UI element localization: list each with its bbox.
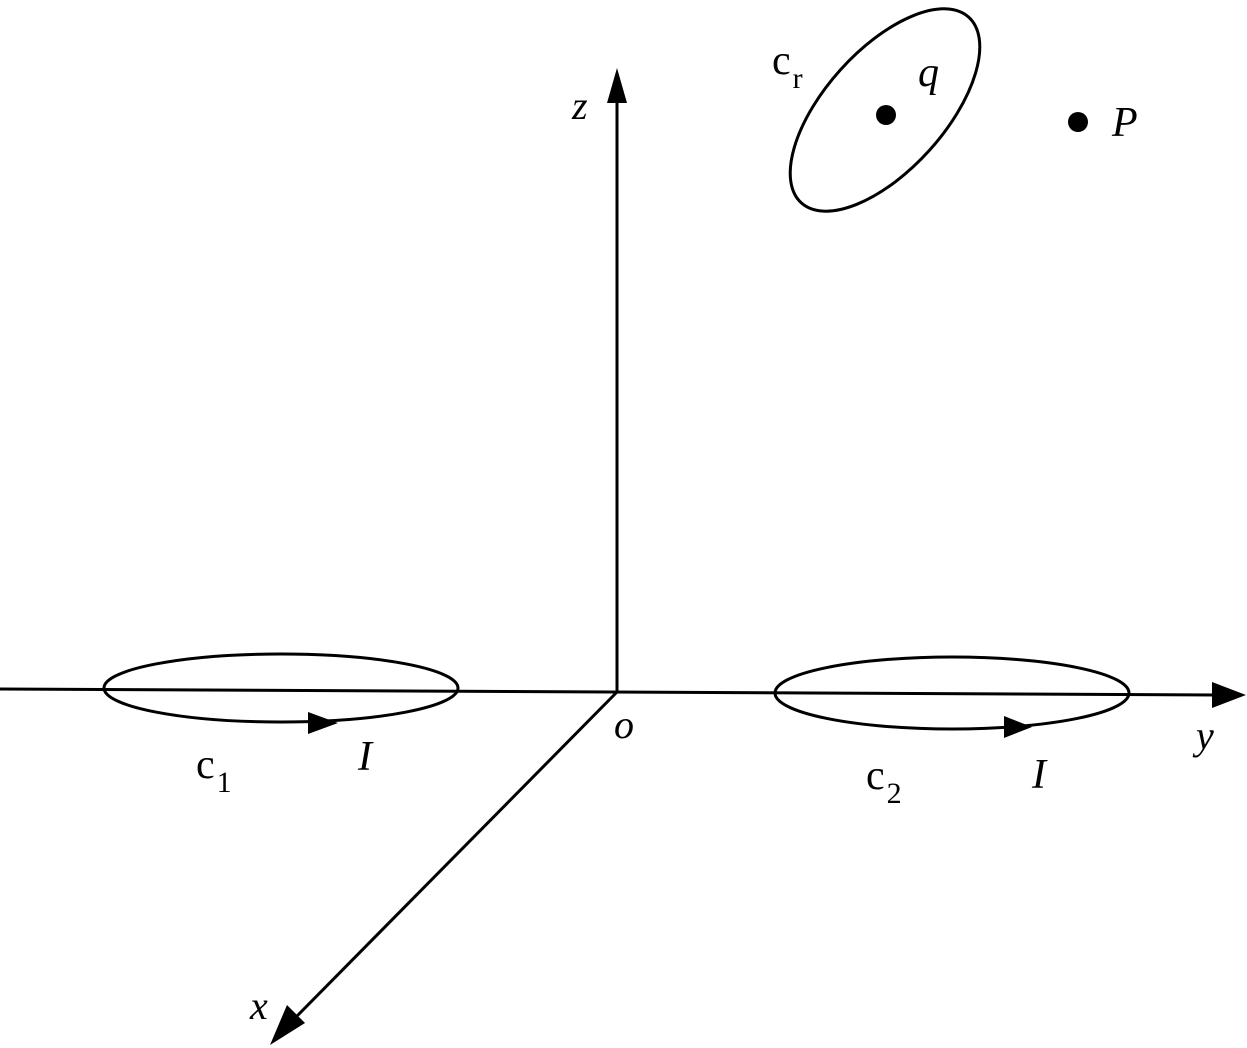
loop-c2-name: c — [866, 753, 885, 799]
loop-c2-subscript: 2 — [886, 777, 902, 810]
loop-c1-current-label: I — [358, 734, 372, 780]
loop-cr — [788, 7, 982, 213]
x-axis-label: x — [250, 983, 268, 1028]
current-direction-arrow-icon — [1004, 716, 1032, 738]
x-axis — [270, 690, 619, 1045]
point-p-dot — [1068, 112, 1088, 132]
loop-cr-label: cr — [772, 38, 803, 94]
origin-label: o — [614, 702, 634, 747]
z-axis — [607, 68, 627, 692]
loop-cr-name: c — [772, 38, 791, 84]
charge-q-dot — [876, 105, 896, 125]
charge-q-label: q — [918, 50, 939, 96]
loop-c2 — [773, 655, 1131, 738]
z-axis-arrow-icon — [607, 68, 627, 103]
loop-c1 — [102, 652, 460, 734]
loop-c1-label: c1 — [196, 742, 232, 798]
point-p-label: P — [1112, 100, 1138, 146]
x-axis-arrow-icon — [270, 1005, 305, 1045]
loop-cr-subscript: r — [792, 62, 803, 95]
y-axis-arrow-icon — [1212, 682, 1246, 708]
loop-c2-label: c2 — [866, 753, 902, 809]
loop-c2-current-label: I — [1032, 752, 1046, 798]
y-axis — [0, 682, 1246, 708]
loop-c1-subscript: 1 — [216, 766, 232, 799]
y-axis-label: y — [1196, 713, 1214, 758]
current-direction-arrow-icon — [308, 712, 338, 734]
loop-c1-name: c — [196, 742, 215, 788]
z-axis-label: z — [572, 83, 588, 128]
